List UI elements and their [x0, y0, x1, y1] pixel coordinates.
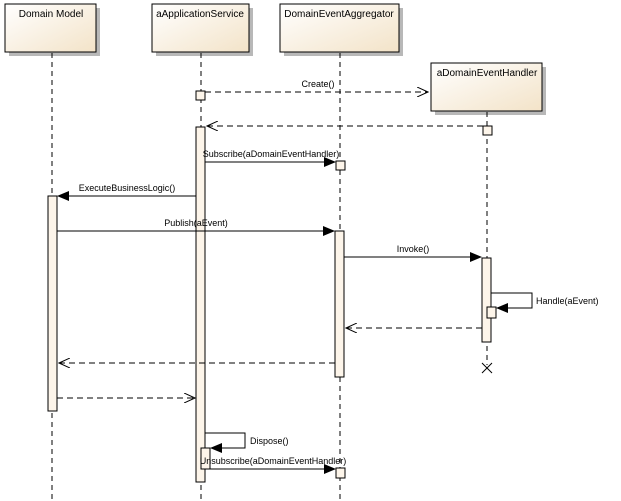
- message-label-subscribe: Subscribe(aDomainEventHandler): [203, 149, 340, 159]
- message-label-execute: ExecuteBusinessLogic(): [79, 183, 176, 193]
- message-execute: ExecuteBusinessLogic(): [57, 183, 196, 201]
- message-publish: Publish(aEvent): [57, 218, 335, 236]
- destroy-icon: [481, 362, 493, 374]
- activation-handler-create: [482, 125, 493, 136]
- lifeline-event-handler: aDomainEventHandler: [430, 62, 546, 365]
- message-unsubscribe: Unsubscribe(aDomainEventHandler): [200, 456, 347, 474]
- message-invoke: Invoke(): [344, 244, 482, 262]
- activation-domain-model: [47, 195, 58, 412]
- message-label-unsubscribe: Unsubscribe(aDomainEventHandler): [200, 456, 347, 466]
- lifeline-domain-model: Domain Model: [4, 3, 100, 501]
- message-label-invoke: Invoke(): [397, 244, 430, 254]
- message-label-create: Create(): [301, 79, 334, 89]
- activation-aggregator-publish: [334, 230, 345, 378]
- message-label-publish: Publish(aEvent): [164, 218, 228, 228]
- lifeline-label-event-aggregator: DomainEventAggregator: [284, 9, 394, 20]
- activation-aggregator-unsubscribe: [335, 467, 346, 479]
- lifeline-label-event-handler: aDomainEventHandler: [437, 68, 538, 79]
- lifeline-header-application-service: [151, 3, 250, 53]
- lifeline-label-domain-model: Domain Model: [19, 9, 83, 20]
- lifeline-header-domain-model: [4, 3, 97, 53]
- lifeline-label-application-service: aApplicationService: [156, 9, 244, 20]
- message-dispose: Dispose(): [205, 432, 289, 453]
- lifeline-header-event-handler: [430, 62, 543, 112]
- activation-service-create: [195, 90, 206, 101]
- lifeline-header-event-aggregator: [279, 3, 400, 53]
- activation-service-main: [195, 126, 206, 483]
- message-handle: Handle(aEvent): [491, 292, 599, 313]
- message-subscribe: Subscribe(aDomainEventHandler): [203, 149, 340, 167]
- activation-aggregator-subscribe: [335, 160, 346, 171]
- activation-handler-handle: [486, 306, 497, 319]
- activation-service-dispose: [200, 447, 211, 470]
- message-create: Create(): [205, 79, 428, 92]
- message-label-dispose: Dispose(): [250, 436, 289, 446]
- message-label-handle: Handle(aEvent): [536, 296, 599, 306]
- activation-handler-invoke: [481, 257, 492, 343]
- lifeline-event-aggregator: DomainEventAggregator: [279, 3, 403, 501]
